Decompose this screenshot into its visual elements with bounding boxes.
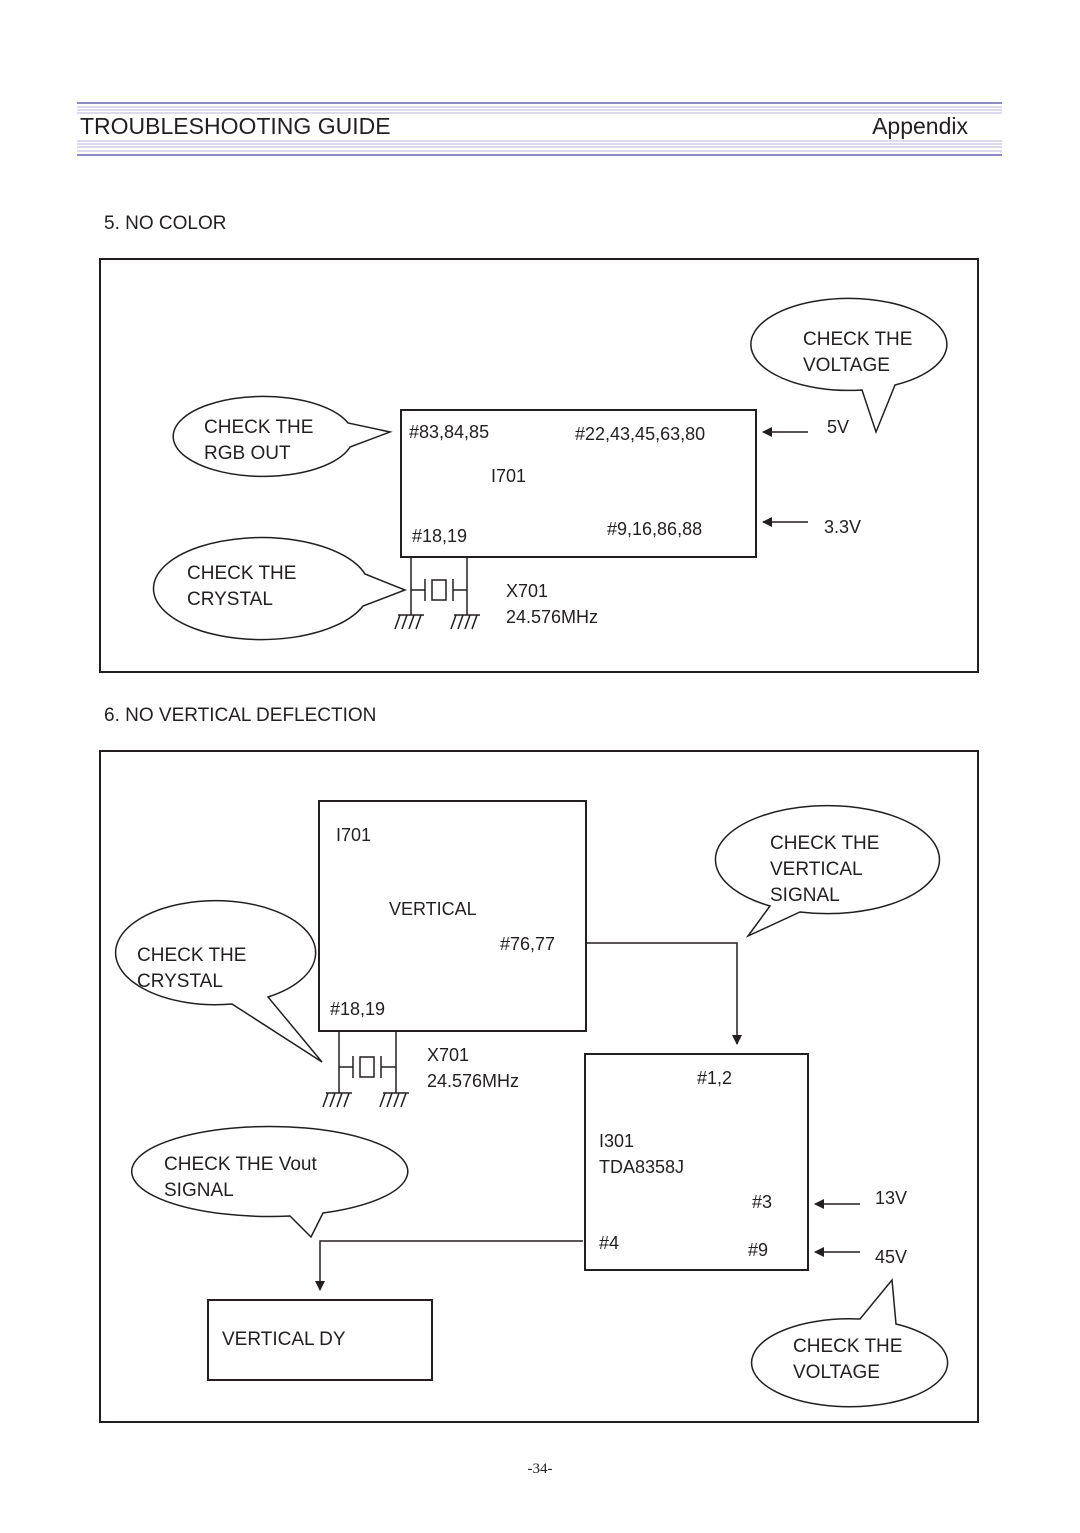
s6-crystal-symbol <box>322 1031 409 1108</box>
s6-ic2-pin4: #4 <box>599 1233 619 1253</box>
s6-ic2-pins-in: #1,2 <box>697 1068 732 1088</box>
s6-ic2-name: I301 <box>599 1131 634 1151</box>
s5-ic-name: I701 <box>491 466 526 486</box>
s6-dy-label: VERTICAL DY <box>222 1329 346 1350</box>
s6-callout-vsignal-line3: SIGNAL <box>770 885 840 906</box>
s6-supply-45v: 45V <box>875 1247 907 1267</box>
s5-pins-33v: #9,16,86,88 <box>607 519 702 539</box>
s5-pins-rgb: #83,84,85 <box>409 422 489 442</box>
s6-ic1-pins-crystal: #18,19 <box>330 999 385 1019</box>
s6-callout-vertical-signal: CHECK THE VERTICAL SIGNAL <box>714 804 941 938</box>
s5-callout-crystal: CHECK THE CRYSTAL <box>152 536 408 641</box>
header-rule-bottom <box>77 140 1002 156</box>
s5-callout-crystal-line2: CRYSTAL <box>187 589 273 610</box>
s5-supply-5v: 5V <box>827 417 849 437</box>
s6-callout-crystal-line1: CHECK THE <box>137 945 246 966</box>
section5-frame <box>99 258 979 673</box>
s5-pins-crystal: #18,19 <box>412 526 467 546</box>
s6-crystal-freq: 24.576MHz <box>427 1071 519 1091</box>
s6-ic-i301-block <box>584 1053 809 1271</box>
s5-ic-i701-block <box>400 409 757 558</box>
s6-callout-vout-line2: SIGNAL <box>164 1180 234 1201</box>
s5-pins-5v: #22,43,45,63,80 <box>575 424 705 444</box>
header-rule-top <box>77 102 1002 114</box>
s5-callout-crystal-line1: CHECK THE <box>187 563 296 584</box>
s6-ic2-pin3: #3 <box>752 1192 772 1212</box>
s6-callout-voltage-line1: CHECK THE <box>793 1336 902 1357</box>
s6-ic1-label: VERTICAL <box>389 899 477 919</box>
s6-vertical-dy-block <box>207 1299 433 1381</box>
s5-crystal-symbol <box>394 557 480 630</box>
page-title: TROUBLESHOOTING GUIDE <box>80 113 391 139</box>
s6-vertical-signal-line <box>586 942 742 1045</box>
s6-callout-crystal: CHECK THE CRYSTAL <box>114 899 323 1063</box>
s6-callout-vout-line1: CHECK THE Vout <box>164 1154 317 1175</box>
s5-callout-voltage-line2: VOLTAGE <box>803 355 890 376</box>
s6-callout-crystal-line2: CRYSTAL <box>137 971 223 992</box>
s6-ic-i701-block <box>318 800 587 1032</box>
s5-callout-rgb: CHECK THE RGB OUT <box>172 395 393 478</box>
s5-callout-rgb-line1: CHECK THE <box>204 417 313 438</box>
s6-callout-vsignal-line2: VERTICAL <box>770 859 863 880</box>
s6-ic2-part: TDA8358J <box>599 1157 684 1177</box>
s6-callout-voltage: CHECK THE VOLTAGE <box>750 1278 949 1408</box>
s5-callout-voltage: CHECK THE VOLTAGE <box>750 297 948 435</box>
s5-callout-rgb-line2: RGB OUT <box>204 443 291 464</box>
s6-crystal-ref: X701 <box>427 1045 469 1065</box>
s5-crystal-freq: 24.576MHz <box>506 607 598 627</box>
s6-ic1-pins-out: #76,77 <box>500 934 555 954</box>
s6-callout-voltage-line2: VOLTAGE <box>793 1362 880 1383</box>
s6-supply-13v: 13V <box>875 1188 907 1208</box>
s6-ic1-name: I701 <box>336 825 371 845</box>
s6-vout-line <box>315 1240 583 1291</box>
section6-heading: 6. NO VERTICAL DEFLECTION <box>104 705 376 726</box>
section6-frame <box>99 750 979 1423</box>
s6-callout-vsignal-line1: CHECK THE <box>770 833 879 854</box>
header: TROUBLESHOOTING GUIDE Appendix <box>77 102 1002 156</box>
s5-crystal-ref: X701 <box>506 581 548 601</box>
s5-supply-33v: 3.3V <box>824 517 861 537</box>
s6-callout-vout: CHECK THE Vout SIGNAL <box>131 1125 409 1239</box>
s5-callout-voltage-line1: CHECK THE <box>803 329 912 350</box>
s6-ic2-pin9: #9 <box>748 1240 768 1260</box>
page-number: -34- <box>528 1461 553 1477</box>
section-label: Appendix <box>872 113 968 139</box>
section5-heading: 5. NO COLOR <box>104 213 226 234</box>
